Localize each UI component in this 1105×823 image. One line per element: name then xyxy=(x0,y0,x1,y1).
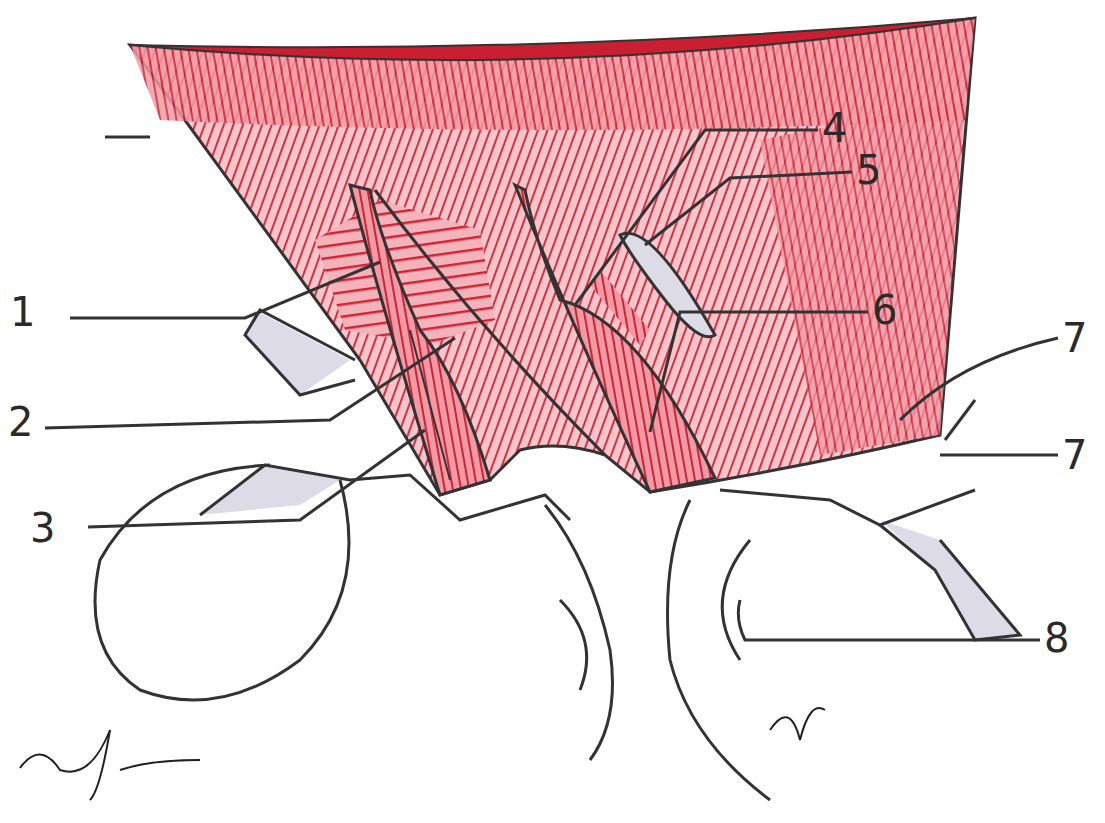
callout-number: 6 xyxy=(872,290,897,330)
callout-number: 8 xyxy=(1044,618,1069,658)
callout-number: 7 xyxy=(1062,435,1087,475)
callout-number: 2 xyxy=(8,402,33,442)
callout-number: 3 xyxy=(30,508,55,548)
callout-number: 7 xyxy=(1062,318,1087,358)
callout-number: 5 xyxy=(856,150,881,190)
callout-number: 1 xyxy=(10,292,35,332)
callout-number: 4 xyxy=(822,108,847,148)
